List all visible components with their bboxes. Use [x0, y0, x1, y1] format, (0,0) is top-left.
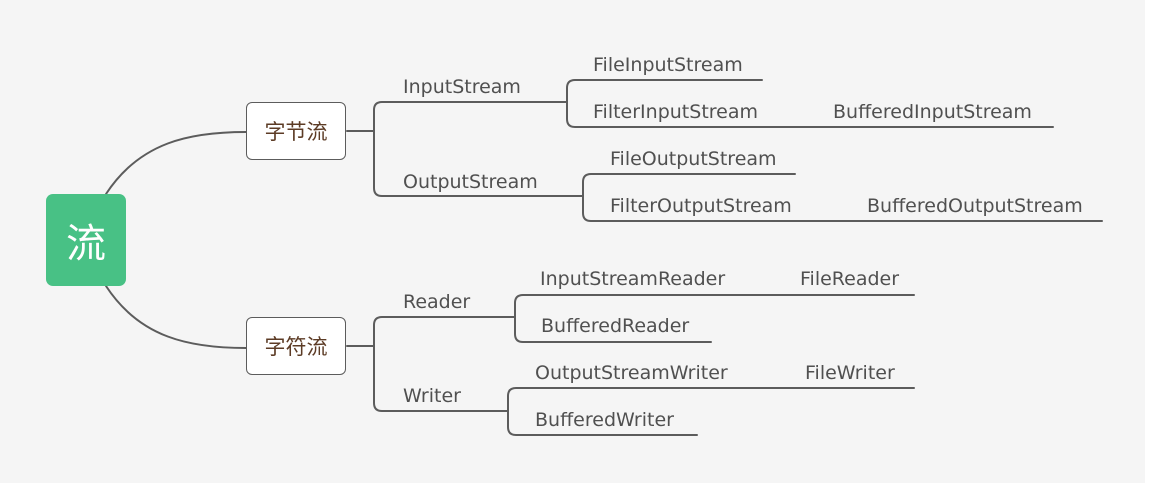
file-writer-label[interactable]: FileWriter	[805, 362, 895, 384]
char-stream-node[interactable]: 字符流	[246, 317, 346, 375]
connectors-byte-stream	[346, 79, 1103, 222]
file-input-stream-label[interactable]: FileInputStream	[593, 54, 743, 76]
connector-root-byte	[105, 131, 247, 195]
file-output-stream-label[interactable]: FileOutputStream	[610, 148, 777, 170]
file-reader-label[interactable]: FileReader	[800, 268, 900, 290]
root-node[interactable]: 流	[46, 194, 126, 286]
input-stream-reader-label[interactable]: InputStreamReader	[540, 268, 726, 290]
writer-label[interactable]: Writer	[403, 385, 461, 407]
byte-stream-node[interactable]: 字节流	[246, 102, 346, 160]
filter-output-stream-label[interactable]: FilterOutputStream	[610, 195, 792, 217]
connector-root-char	[105, 285, 247, 349]
buffered-input-stream-label[interactable]: BufferedInputStream	[833, 101, 1032, 123]
output-stream-label[interactable]: OutputStream	[403, 171, 538, 193]
buffered-output-stream-label[interactable]: BufferedOutputStream	[867, 195, 1083, 217]
buffered-reader-label[interactable]: BufferedReader	[541, 315, 690, 337]
input-stream-label[interactable]: InputStream	[403, 76, 521, 98]
filter-input-stream-label[interactable]: FilterInputStream	[593, 101, 758, 123]
output-stream-writer-label[interactable]: OutputStreamWriter	[535, 362, 728, 384]
buffered-writer-label[interactable]: BufferedWriter	[535, 409, 674, 431]
reader-label[interactable]: Reader	[403, 291, 471, 313]
canvas-edge	[1145, 0, 1153, 483]
connectors-char-stream	[346, 294, 915, 436]
